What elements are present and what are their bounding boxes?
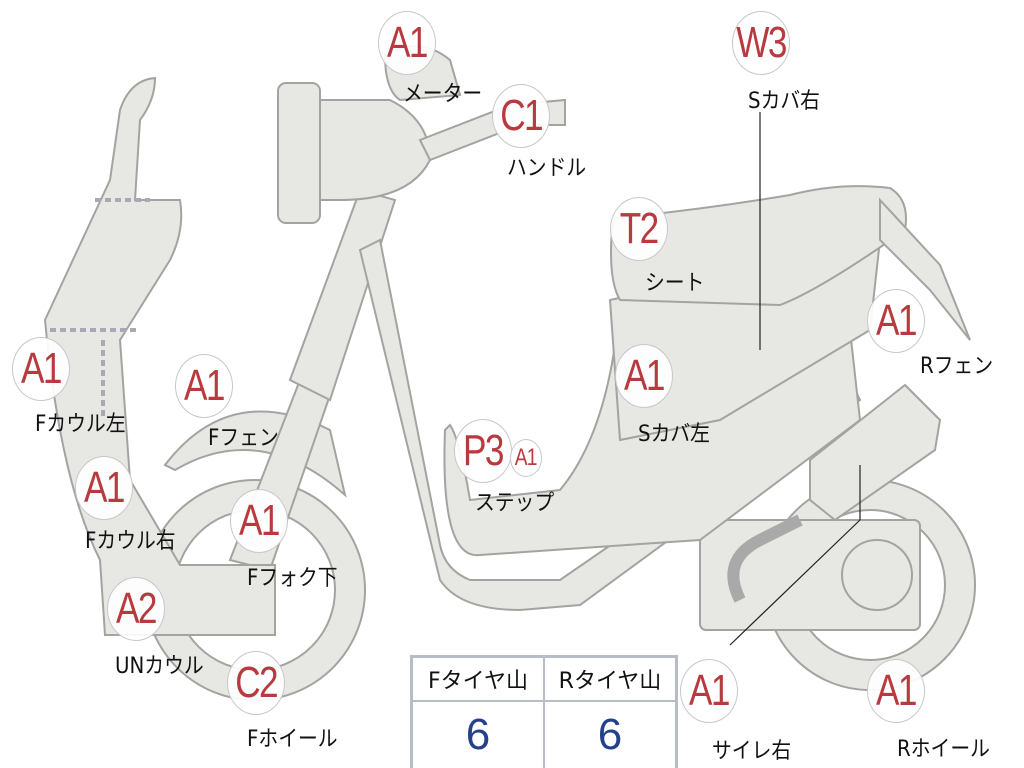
rear-tread-value: 6 <box>543 700 678 768</box>
grade-badge-side-cover-left: A1 <box>615 344 673 408</box>
grade-text: C1 <box>500 91 543 140</box>
grade-text: A1 <box>387 18 428 67</box>
grade-text: A1 <box>876 296 917 345</box>
label-front-fender: Fフェン <box>208 426 279 451</box>
grade-badge-front-fork-lower: A1 <box>230 489 288 553</box>
grade-text: A1 <box>21 344 62 393</box>
label-seat: シート <box>645 271 705 296</box>
grade-badge-front-fender: A1 <box>175 354 233 418</box>
label-step: ステップ <box>475 491 555 516</box>
front-tread-header: Fタイヤ山 <box>410 655 545 702</box>
grade-badge-seat: T2 <box>610 197 668 261</box>
grade-badge-rear-wheel: A1 <box>867 659 925 723</box>
grade-badge-under-cowl: A2 <box>107 577 165 641</box>
label-rear-fender: Rフェン <box>920 354 994 379</box>
grade-badge-meter: A1 <box>378 11 436 75</box>
label-muffler-right: サイレ右 <box>712 739 792 764</box>
label-under-cowl: UNカウル <box>115 654 204 679</box>
seat <box>610 185 907 307</box>
grade-text: A1 <box>515 444 538 471</box>
grade-badge-front-cowl-right: A1 <box>75 456 133 520</box>
grade-text: A1 <box>239 496 280 545</box>
label-side-cover-left: Sカバ左 <box>638 422 710 447</box>
grade-badge-rear-fender: A1 <box>867 289 925 353</box>
rear-fender <box>879 197 971 341</box>
label-rear-wheel: Rホイール <box>897 737 990 762</box>
headlight-cover <box>299 99 432 201</box>
grade-text: W3 <box>736 18 787 67</box>
grade-text: A1 <box>184 361 225 410</box>
label-front-cowl-right: Fカウル右 <box>85 529 176 554</box>
grade-text: A1 <box>689 666 730 715</box>
grade-text: C2 <box>235 658 278 707</box>
grade-text: A1 <box>84 463 125 512</box>
grade-badge-front-wheel: C2 <box>227 651 285 715</box>
label-front-cowl-left: Fカウル左 <box>35 412 126 437</box>
label-front-wheel: Fホイール <box>247 727 338 752</box>
grade-badge-muffler-right: A1 <box>680 659 738 723</box>
grade-text: P3 <box>463 426 504 475</box>
label-handle: ハンドル <box>507 156 587 181</box>
grade-text: A1 <box>624 351 665 400</box>
grade-badge-front-cowl-left: A1 <box>12 337 70 401</box>
label-side-cover-right: Sカバ右 <box>748 89 820 114</box>
grade-badge-handle: C1 <box>492 84 550 148</box>
label-front-fork-lower: Fフォク下 <box>247 566 338 591</box>
tire-tread-table: Fタイヤ山 Rタイヤ山 6 6 <box>410 655 678 768</box>
label-meter: メーター <box>403 82 483 107</box>
grade-text: T2 <box>620 204 659 253</box>
front-tread-value: 6 <box>410 700 545 768</box>
grade-badge-step: P3 <box>454 419 512 483</box>
grade-badge-side-cover-right: W3 <box>732 11 790 75</box>
grade-text: A1 <box>876 666 917 715</box>
grade-badge-step-secondary: A1 <box>510 439 542 477</box>
muffler <box>809 383 942 522</box>
grade-text: A2 <box>116 584 157 633</box>
rear-tread-header: Rタイヤ山 <box>543 655 678 702</box>
